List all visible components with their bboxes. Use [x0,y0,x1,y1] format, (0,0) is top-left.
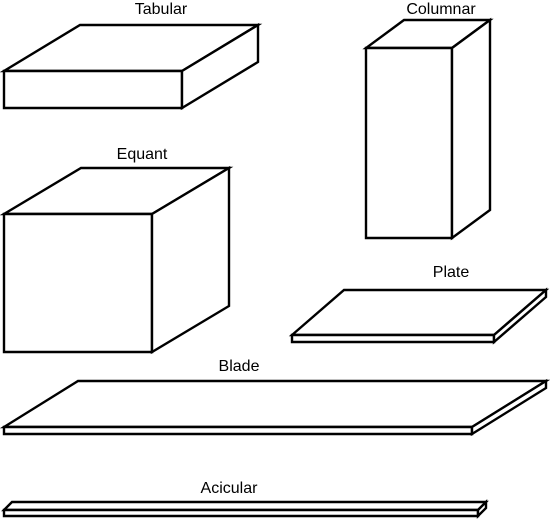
equant-side-face [150,165,231,355]
equant-cube [0,165,234,355]
tabular-prism [0,22,263,111]
equant-front-face [2,212,154,354]
acicular-front-face [2,508,480,518]
label-plate: Plate [432,264,470,281]
blade-prism [0,378,550,437]
label-acicular: Acicular [200,480,258,497]
blade-side-face [470,378,548,437]
columnar-side-face [450,17,492,241]
plate-side-face [492,287,548,345]
label-equant: Equant [116,146,168,163]
acicular-prism [1,499,489,519]
blade-top-face [0,379,550,429]
label-tabular: Tabular [134,1,188,18]
columnar-prism [362,17,494,241]
columnar-front-face [364,46,454,240]
label-columnar: Columnar [406,1,476,18]
tabular-side-face [180,22,260,111]
acicular-side-face [476,499,488,519]
plate-prism [288,287,550,345]
blade-front-face [2,425,474,436]
label-blade: Blade [218,358,260,375]
tabular-front-face [2,69,184,110]
plate-front-face [290,333,496,344]
